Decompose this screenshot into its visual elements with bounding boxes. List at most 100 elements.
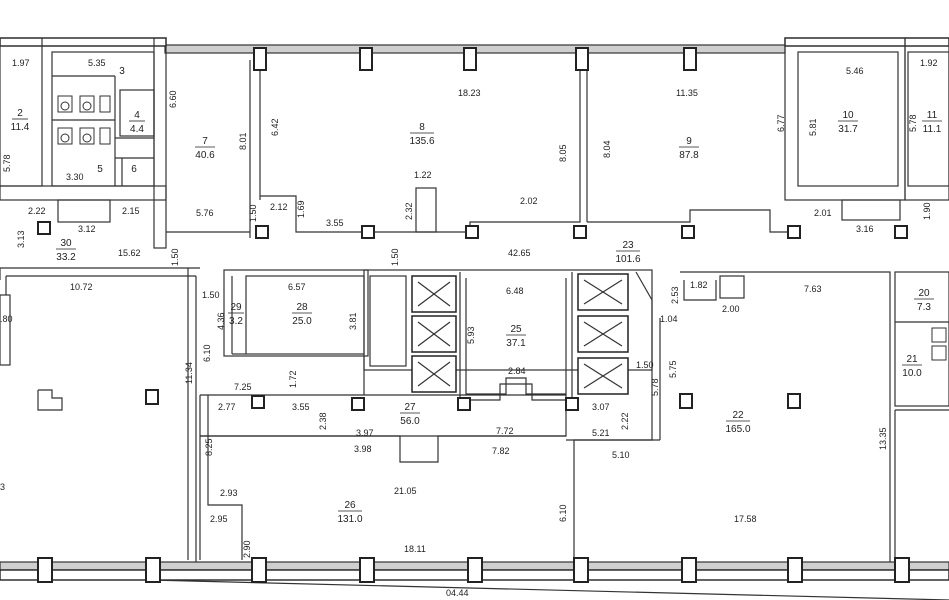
sink-fixture [931, 345, 947, 361]
room-number: 26 [344, 500, 356, 511]
toilet-bowl [82, 101, 92, 111]
column [457, 397, 471, 411]
room-area: 56.0 [400, 416, 420, 427]
elevator-shafts [411, 273, 629, 395]
shaft-cross [417, 321, 451, 347]
room-number: 28 [296, 302, 308, 313]
room-number: 27 [404, 402, 416, 413]
room-area: 87.8 [679, 150, 699, 161]
column [145, 389, 159, 405]
dimension-label: 18.11 [404, 544, 426, 554]
column [575, 47, 589, 71]
column [251, 557, 267, 583]
wall [635, 271, 653, 301]
column [467, 557, 483, 583]
toilet-bowl [60, 101, 70, 111]
dimension-label: 3.12 [78, 224, 96, 234]
dimension-label: 2.77 [218, 402, 236, 412]
right-door-niche [841, 199, 901, 221]
dimension-label: 2.93 [220, 488, 238, 498]
dimension-label: 3.55 [326, 218, 344, 228]
dimension-label: 3.97 [356, 428, 374, 438]
dimension-label: 5.76 [196, 208, 214, 218]
room-number: 25 [510, 324, 522, 335]
dimension-label: 1.50 [202, 290, 220, 300]
column [253, 47, 267, 71]
dimension-label: 7.25 [234, 382, 252, 392]
dimension-label: 5.10 [612, 450, 630, 460]
dimension-label: 18.23 [458, 88, 481, 98]
left-column-wall [153, 37, 167, 249]
core-wall [369, 275, 407, 367]
dimension-label: 3 [0, 482, 5, 492]
dimension-label: 2.12 [270, 202, 288, 212]
room-number: 5 [97, 164, 103, 175]
room-area: 31.7 [838, 124, 858, 135]
dimension-label: 1.50 [170, 248, 180, 266]
dimension-label: 8.04 [602, 140, 612, 158]
dimension-label: 7.72 [496, 426, 514, 436]
sink-fixture [931, 327, 947, 343]
dimension-label: 6.77 [776, 114, 786, 132]
dimension-label: 1.82 [690, 280, 708, 290]
room-number: 21 [906, 354, 918, 365]
room-22-outline [680, 271, 891, 562]
shaft-cross [417, 281, 451, 307]
door-niche [57, 199, 111, 223]
room-number: 22 [732, 410, 744, 421]
column [681, 557, 697, 583]
dimension-label: 6.42 [270, 118, 280, 136]
room-number: 9 [686, 136, 692, 147]
dimension-label: 3.81 [348, 312, 358, 330]
dimension-label: 8.01 [238, 132, 248, 150]
room-number: 23 [622, 240, 634, 251]
room-number: 30 [60, 238, 72, 249]
room-area: 7.3 [917, 302, 931, 313]
dimension-label: 6.10 [202, 344, 212, 362]
small-closet [415, 187, 437, 233]
walls [0, 37, 949, 600]
dimension-label: 1.50 [248, 204, 258, 222]
dimension-label: 1.97 [12, 58, 30, 68]
column [251, 395, 265, 409]
column [683, 47, 697, 71]
room-labels: 2 11.4 3 4 4.4 5 6 7 40.6 8 135.6 9 87.8… [11, 66, 942, 525]
column [573, 225, 587, 239]
shaft-cross [583, 363, 623, 389]
columns [37, 47, 910, 583]
left-window-niche [0, 294, 11, 366]
column-niche [719, 275, 745, 299]
room-25-inner [465, 278, 567, 395]
column [787, 393, 801, 409]
dimension-label: 6.57 [288, 282, 306, 292]
sink-fixture [99, 127, 111, 145]
column [894, 557, 910, 583]
shaft-cross [583, 321, 623, 347]
dimension-labels: 1.97 5.35 5.78 3.30 6.60 8.01 6.42 18.23… [0, 58, 938, 598]
dimension-label: 04.44 [446, 588, 469, 598]
wall [683, 280, 717, 301]
toilet-bowl [82, 133, 92, 143]
room-area: 33.2 [56, 252, 76, 263]
dimension-label: 13.35 [878, 427, 888, 450]
room-area: 135.6 [409, 136, 434, 147]
dimension-label: 1.50 [636, 360, 654, 370]
dimension-label: 15.62 [118, 248, 141, 258]
column [787, 225, 801, 239]
dimension-label: 8.25 [204, 438, 214, 456]
dimension-label: 11.35 [676, 88, 698, 98]
room-area: 25.0 [292, 316, 312, 327]
dimension-label: 5.93 [466, 326, 476, 344]
dimension-label: 1.69 [296, 200, 306, 218]
column [787, 557, 803, 583]
dimension-line [149, 579, 949, 600]
dimension-label: 5.81 [808, 118, 818, 136]
dimension-label: 2.32 [404, 202, 414, 220]
dimension-label: 7.82 [492, 446, 510, 456]
dimension-label: 3.16 [856, 224, 874, 234]
corridor-wall [0, 185, 167, 201]
dimension-label: 17.58 [734, 514, 757, 524]
column-symbol [37, 389, 63, 411]
room-number: 6 [131, 164, 137, 175]
